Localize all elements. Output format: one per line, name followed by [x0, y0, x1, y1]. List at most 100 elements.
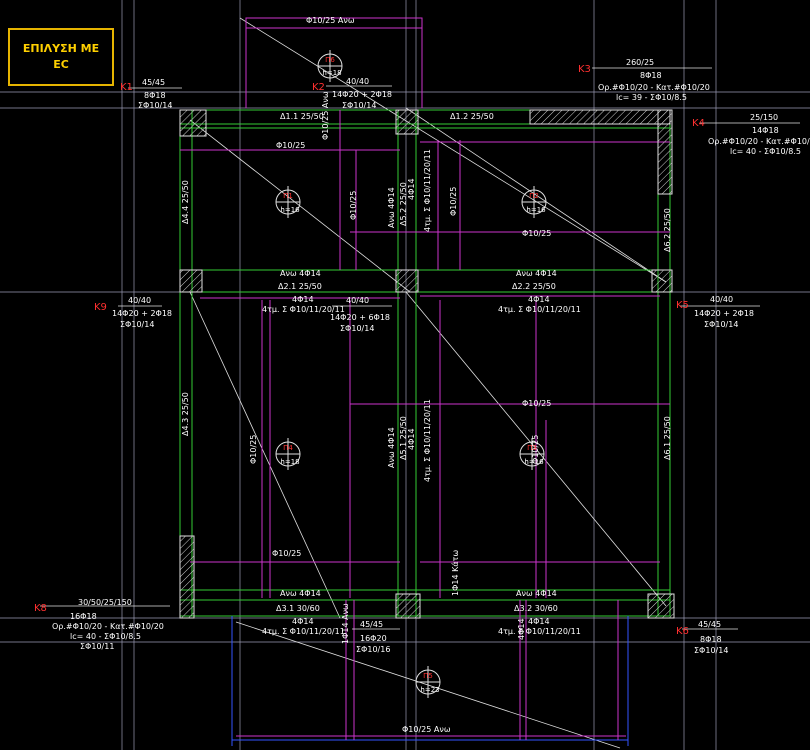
- slab-p6: [317, 50, 343, 82]
- col-k1-id: K1: [120, 82, 133, 93]
- vert-bot-c: 4Φ14: [517, 618, 526, 640]
- slab-top-vertical: Φ10/25 Ανω: [321, 91, 330, 140]
- slab-p3: [519, 438, 545, 470]
- col-k5-bars: 14Φ20 + 2Φ18: [694, 309, 754, 318]
- col-k1-stirrups: ΣΦ10/14: [138, 101, 172, 110]
- slab-p5-id: Π5: [423, 672, 433, 680]
- beam-d11: Δ1.1 25/50: [280, 112, 324, 121]
- col-k6-bars: 8Φ18: [700, 635, 722, 644]
- f14-ano: 1Φ14 Ανω: [341, 603, 350, 644]
- vert-stirrup-b: 4τμ. Σ Φ10/11/20/11: [423, 399, 432, 482]
- col-k8-lc: lc= 40 - ΣΦ10/8.5: [70, 632, 141, 641]
- col-k5-id: K5: [676, 300, 689, 311]
- slab-p5-h: h=23: [420, 686, 439, 694]
- beam-d22: Δ2.2 25/50: [512, 282, 556, 291]
- f10-25-d: Φ10/25: [272, 549, 301, 558]
- col-k3-lc: lc= 39 - ΣΦ10/8.5: [616, 93, 687, 102]
- col-k10-size: 40/40: [346, 296, 369, 305]
- col-k4-mesh: Ορ.#Φ10/20 - Κατ.#Φ10/20: [708, 137, 810, 146]
- blue-lines: [231, 616, 629, 746]
- col-k1-size: 45/45: [142, 78, 165, 87]
- beam-d44: Δ4.4 25/50: [181, 180, 190, 224]
- slab-p4-h: h=18: [280, 458, 299, 466]
- beam-d61: Δ6.1 25/50: [663, 416, 672, 460]
- vert-stirrup-a: 4τμ. Σ Φ10/11/20/11: [423, 149, 432, 232]
- slab-p3-h: h=16: [524, 458, 544, 466]
- slab-p5: [415, 666, 441, 698]
- title-line-1: ΕΠΙΛΥΣΗ ΜΕ: [22, 42, 100, 55]
- slab-p6-h: h=18: [322, 69, 341, 77]
- slab-p6-id: Π6: [325, 56, 335, 64]
- bot-4f14-b: 4Φ14: [528, 295, 550, 304]
- f10-25-v2: Φ10/25: [449, 187, 458, 216]
- slab-p4: [275, 438, 301, 470]
- col-k2-id: K2: [312, 82, 325, 93]
- col-k6-id: K6: [676, 626, 689, 637]
- col-k10-bars: 14Φ20 + 6Φ18: [330, 313, 390, 322]
- vert-top-a: Ανω 4Φ14: [387, 187, 396, 228]
- col-k10-stirrups: ΣΦ10/14: [340, 324, 374, 333]
- col-k2-size: 40/40: [346, 77, 369, 86]
- col-k2-bars: 14Φ20 + 2Φ18: [332, 90, 392, 99]
- title-line-2: EC: [53, 58, 69, 71]
- bot-4f14-d: 4Φ14: [528, 617, 550, 626]
- col-k8-bars: 16Φ18: [70, 612, 97, 621]
- slab-p2-id: Π2: [529, 192, 539, 200]
- col-k4-id: K4: [692, 118, 705, 129]
- col-k2-stirrups: ΣΦ10/14: [342, 101, 376, 110]
- vert-bot-a: 4Φ14: [407, 178, 416, 200]
- top-4f14-b: Ανω 4Φ14: [516, 269, 557, 278]
- title-box: ΕΠΙΛΥΣΗ ΜΕ EC: [8, 28, 114, 86]
- stirrup-a: 4τμ. Σ Φ10/11/20/11: [262, 305, 345, 314]
- slab-p4-id: Π4: [283, 444, 293, 452]
- col-k4-size: 25/150: [750, 113, 778, 122]
- f10-25-a: Φ10/25: [276, 141, 305, 150]
- beam-d43: Δ4.3 25/50: [181, 392, 190, 436]
- col-k9-stirrups: ΣΦ10/14: [120, 320, 154, 329]
- slab-labels: Π6 h=18 Π1 h=16 Π2 h=16 Π4 h=18 Π3 h=16 …: [280, 56, 546, 694]
- col-k1-bars: 8Φ18: [144, 91, 166, 100]
- col-k6-size: 45/45: [698, 620, 721, 629]
- beam-d51: Δ5.1 25/50: [399, 416, 408, 460]
- rebar-labels: Φ10/25 Ανω Φ10/25 Ανω Φ10/25 Ανω Φ10/25 …: [249, 16, 581, 734]
- col-k7-stirrups: ΣΦ10/16: [356, 645, 390, 654]
- stirrup-b: 4τμ. Σ Φ10/11/20/11: [498, 305, 581, 314]
- slab-p2: [521, 186, 547, 218]
- f10-25-c: Φ10/25: [522, 399, 551, 408]
- f10-25-b: Φ10/25: [522, 229, 551, 238]
- beam-d31: Δ3.1 30/60: [276, 604, 320, 613]
- col-k6-stirrups: ΣΦ10/14: [694, 646, 728, 655]
- col-k3-id: K3: [578, 64, 591, 75]
- beam-d52: Δ5.2 25/50: [399, 182, 408, 226]
- bot-4f14-a: 4Φ14: [292, 295, 314, 304]
- beam-d12: Δ1.2 25/50: [450, 112, 494, 121]
- slab-p1-id: Π1: [283, 192, 293, 200]
- col-k7-size: 45/45: [360, 620, 383, 629]
- top-4f14-d: Ανω 4Φ14: [516, 589, 557, 598]
- col-k8-mesh: Ορ.#Φ10/20 - Κατ.#Φ10/20: [52, 622, 164, 631]
- col-k3-bars: 8Φ18: [640, 71, 662, 80]
- rebar-lines: [180, 17, 670, 740]
- f10-25-v1: Φ10/25: [349, 191, 358, 220]
- col-k8-stirrups: ΣΦ10/11: [80, 642, 114, 651]
- label-underlines: [40, 67, 800, 630]
- col-k4-bars: 14Φ18: [752, 126, 779, 135]
- slab-p2-h: h=16: [526, 206, 546, 214]
- slab-p1: [275, 186, 301, 218]
- col-k7-bars: 16Φ20: [360, 634, 387, 643]
- col-k9-size: 40/40: [128, 296, 151, 305]
- top-4f14-c: Ανω 4Φ14: [280, 589, 321, 598]
- f10-25-v4: Φ10/25: [531, 435, 540, 464]
- stirrup-c: 4τμ. Σ Φ10/11/20/11: [262, 627, 345, 636]
- top-4f14-a: Ανω 4Φ14: [280, 269, 321, 278]
- col-k5-stirrups: ΣΦ10/14: [704, 320, 738, 329]
- column-labels: K1 45/45 8Φ18 ΣΦ10/14 K2 40/40 14Φ20 + 2…: [34, 58, 810, 655]
- beam-d32: Δ3.2 30/60: [514, 604, 558, 613]
- col-k3-size: 260/25: [626, 58, 654, 67]
- stirrup-d: 4τμ. Σ Φ10/11/20/11: [498, 627, 581, 636]
- slab-top-label: Φ10/25 Ανω: [306, 16, 355, 25]
- slab-p1-h: h=16: [280, 206, 300, 214]
- beam-d62: Δ6.2 25/50: [663, 208, 672, 252]
